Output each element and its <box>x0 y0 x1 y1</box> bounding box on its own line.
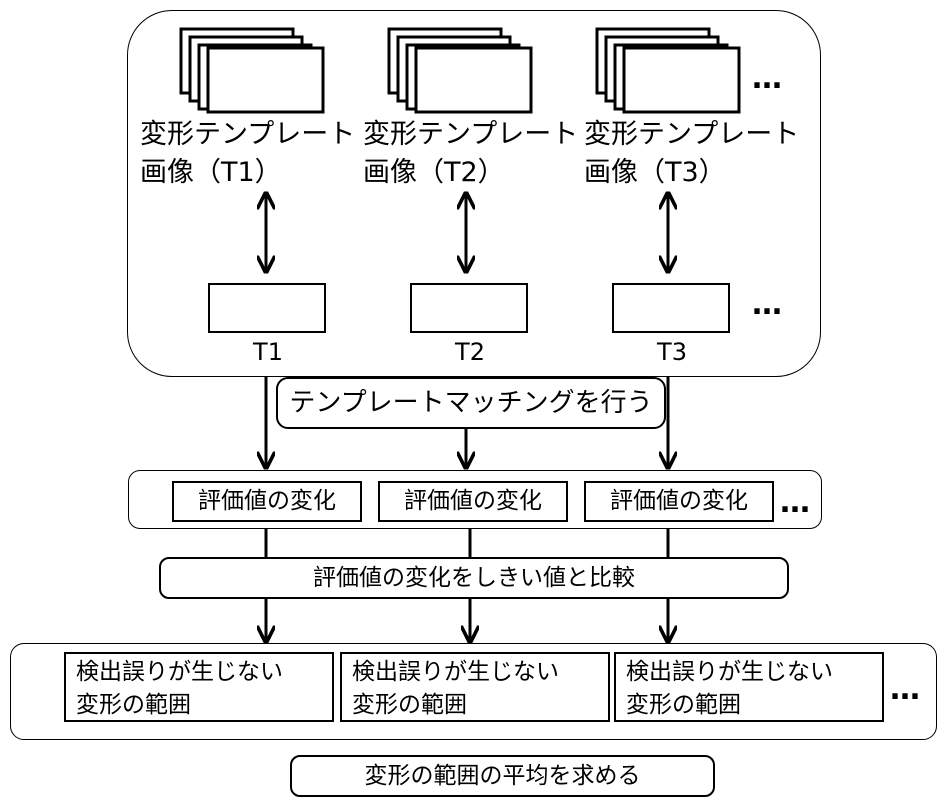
template-caption-t2: 変形テンプレート 画像（T2） <box>363 116 578 192</box>
caption-line2: 画像（T2） <box>363 157 505 188</box>
template-caption-t1: 変形テンプレート 画像（T1） <box>140 116 355 192</box>
caption-line2: 画像（T1） <box>140 157 282 188</box>
template-box-t1 <box>208 283 326 333</box>
template-matching-label: テンプレートマッチングを行う <box>289 388 653 418</box>
template-image-stack-t2 <box>387 27 533 114</box>
range-box-3: 検出誤りが生じない 変形の範囲 <box>614 652 884 722</box>
template-label-t2: T2 <box>455 338 485 366</box>
template-matching-step: テンプレートマッチングを行う <box>276 377 666 429</box>
range-line2: 変形の範囲 <box>626 692 741 718</box>
caption-line1: 変形テンプレート <box>140 119 356 150</box>
eval-change-label: 評価値の変化 <box>198 488 336 514</box>
eval-change-box-1: 評価値の変化 <box>172 481 362 522</box>
template-label-t3: T3 <box>657 338 687 366</box>
range-line1: 検出誤りが生じない <box>76 659 283 685</box>
eval-change-label: 評価値の変化 <box>610 488 748 514</box>
threshold-compare-step: 評価値の変化をしきい値と比較 <box>159 557 789 599</box>
template-label-t1: T1 <box>253 338 283 366</box>
template-image-stack-t3 <box>595 27 741 114</box>
ellipsis-range: … <box>890 672 922 707</box>
range-line2: 変形の範囲 <box>76 692 191 718</box>
range-box-2: 検出誤りが生じない 変形の範囲 <box>340 652 610 722</box>
caption-line1: 変形テンプレート <box>584 119 800 150</box>
range-line1: 検出誤りが生じない <box>626 659 833 685</box>
template-caption-t3: 変形テンプレート 画像（T3） <box>584 116 799 192</box>
template-box-t2 <box>410 283 528 333</box>
eval-change-box-3: 評価値の変化 <box>584 481 774 522</box>
template-image-stack-t1 <box>179 27 325 114</box>
eval-change-box-2: 評価値の変化 <box>378 481 568 522</box>
ellipsis-top: … <box>752 61 784 96</box>
average-range-step: 変形の範囲の平均を求める <box>290 755 715 797</box>
range-line1: 検出誤りが生じない <box>352 659 559 685</box>
ellipsis-eval: … <box>780 485 812 520</box>
range-box-1: 検出誤りが生じない 変形の範囲 <box>64 652 334 722</box>
ellipsis-templates: … <box>752 287 784 322</box>
average-range-label: 変形の範囲の平均を求める <box>364 762 641 789</box>
range-line2: 変形の範囲 <box>352 692 467 718</box>
eval-change-label: 評価値の変化 <box>404 488 542 514</box>
template-box-t3 <box>612 283 730 333</box>
caption-line1: 変形テンプレート <box>363 119 579 150</box>
threshold-compare-label: 評価値の変化をしきい値と比較 <box>313 564 635 591</box>
caption-line2: 画像（T3） <box>584 157 726 188</box>
